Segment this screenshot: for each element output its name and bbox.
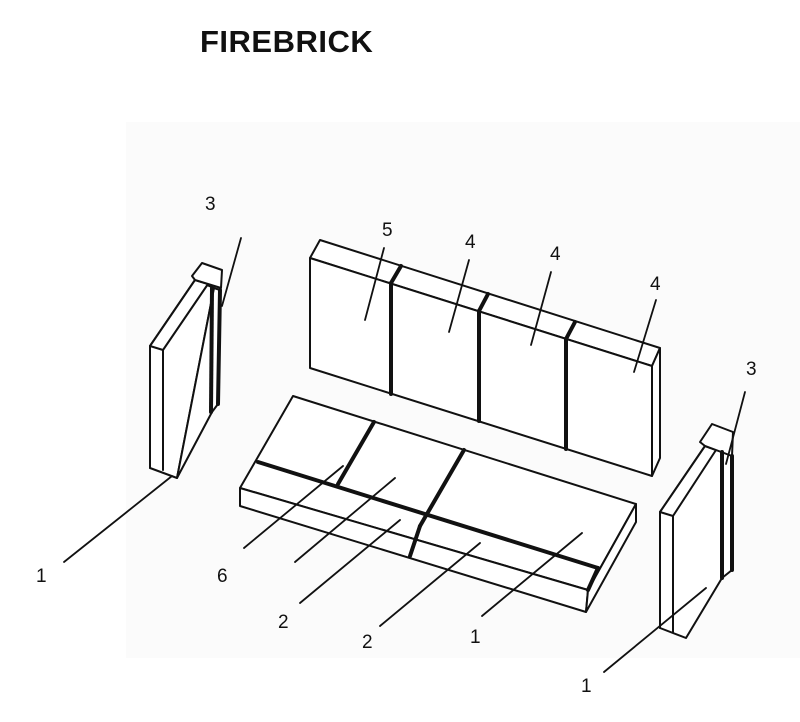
callout-back-3: 4 <box>550 244 561 265</box>
callout-floor-1: 6 <box>217 566 228 587</box>
callout-back-1: 5 <box>382 220 393 241</box>
right-side-brick <box>659 423 734 639</box>
floor-end-face <box>585 503 637 613</box>
floor-bricks <box>239 395 637 613</box>
callout-floor-2: 2 <box>278 612 289 633</box>
callout-left-side-top: 3 <box>205 194 216 215</box>
back-wall-end-face <box>651 347 661 477</box>
left-brick-cap <box>191 262 223 289</box>
callout-back-2: 4 <box>465 232 476 253</box>
callout-floor-4: 1 <box>470 627 481 648</box>
callout-right-side-top: 3 <box>746 359 757 380</box>
callout-floor-3: 2 <box>362 632 373 653</box>
page-title: FIREBRICK <box>200 24 374 59</box>
callout-right-side-bottom: 1 <box>581 676 592 697</box>
left-side-brick <box>149 262 223 479</box>
callout-labels: 3 1 5 4 4 4 3 1 6 2 2 1 <box>36 194 757 697</box>
back-wall-bricks <box>309 239 661 477</box>
leader-lines <box>63 237 746 673</box>
callout-left-side-bottom: 1 <box>36 566 47 587</box>
callout-back-4: 4 <box>650 274 661 295</box>
